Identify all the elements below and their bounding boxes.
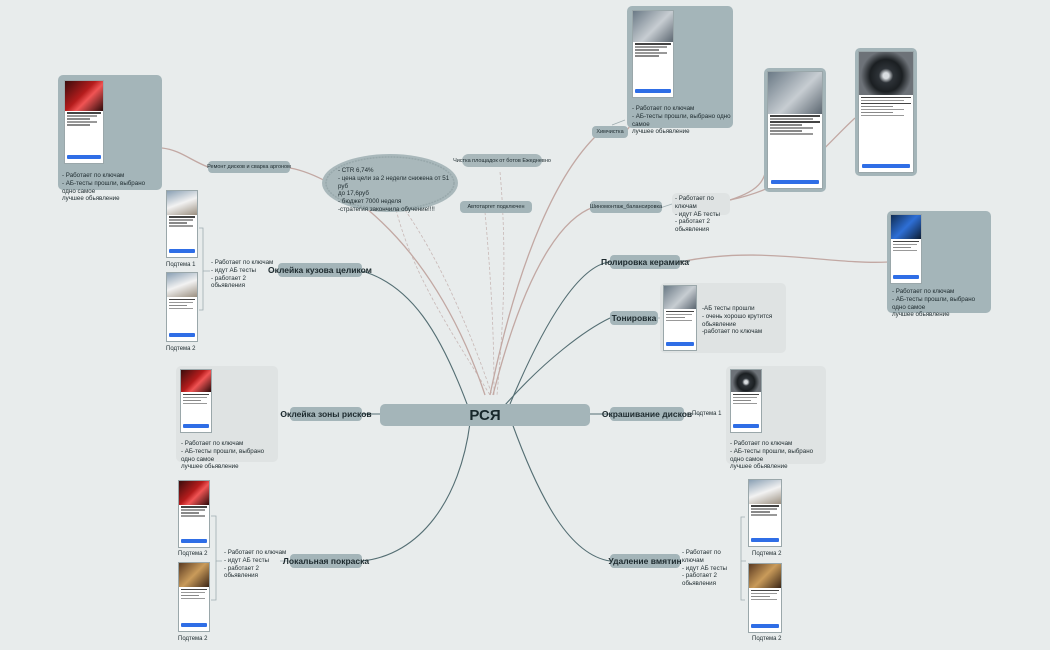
ad-preview-dents-2[interactable] xyxy=(748,563,782,633)
node-risk-wrap[interactable]: Оклейка зоны рисков xyxy=(280,407,372,421)
note-polish: - Работает по ключам - АБ-тесты прошли, … xyxy=(892,288,976,319)
node-chem-label: Химчистка xyxy=(596,129,624,135)
ad-preview-tire-2[interactable] xyxy=(858,51,914,173)
ad-preview-tire-1[interactable] xyxy=(767,71,823,189)
card-tire-note xyxy=(672,193,730,215)
ad-preview-chem[interactable] xyxy=(632,10,674,98)
ad-preview-polish[interactable] xyxy=(890,214,922,284)
note-dents: - Работает по ключам - идут АБ тесты - р… xyxy=(682,549,727,587)
stats-blob-shape xyxy=(322,154,458,212)
node-tint-label: Тонировка xyxy=(611,313,657,323)
node-discs[interactable]: Окрашивание дисков xyxy=(602,407,692,421)
note-tint: -АБ тесты прошли - очень хорошо крутится… xyxy=(702,305,773,336)
node-cleanup-label: Чистка площадок от ботов Ежедневно xyxy=(453,157,551,164)
node-risk-wrap-label: Оклейка зоны рисков xyxy=(280,409,372,419)
node-discs-label: Окрашивание дисков xyxy=(601,409,693,419)
node-local-paint[interactable]: Локальная покраска xyxy=(283,554,369,568)
node-disk-repair-label: Ремонт дисков и сварка аргоном xyxy=(207,164,291,170)
ad-preview-local-2[interactable] xyxy=(178,562,210,632)
caption-body-2: Подтема 2 xyxy=(166,346,196,352)
ad-preview-dents-1[interactable] xyxy=(748,479,782,547)
stats-blob-text: - СТR 6,74% - цена цели за 2 недели сниж… xyxy=(338,167,450,213)
ad-preview-discs[interactable] xyxy=(730,369,762,433)
root-label: РСЯ xyxy=(469,406,501,424)
note-risk-wrap: - Работает по ключам - АБ-тесты прошли, … xyxy=(181,440,265,471)
node-body-wrap-label: Оклейка кузова целиком xyxy=(268,265,372,275)
node-dents[interactable]: Удаление вмятин xyxy=(608,554,682,568)
ad-preview-local-1[interactable] xyxy=(178,480,210,548)
node-polish-label: Полировка керамика xyxy=(600,257,690,267)
node-cleanup[interactable]: Чистка площадок от ботов Ежедневно xyxy=(453,154,551,167)
caption-discs-1: Подтема 1 xyxy=(692,411,722,417)
caption-local-1: Подтема 2 xyxy=(178,551,208,557)
note-body-wrap: - Работает по ключам - идут АБ тесты - р… xyxy=(211,259,274,290)
node-autotarget-label: Автотаргет подключен xyxy=(467,204,525,210)
node-polish[interactable]: Полировка керамика xyxy=(601,255,689,269)
node-tire[interactable]: Шиномонтаж_балансировка xyxy=(590,201,662,213)
node-local-paint-label: Локальная покраска xyxy=(282,556,370,566)
caption-body-1: Подтема 1 xyxy=(166,262,196,268)
caption-dents-1: Подтема 2 xyxy=(752,551,782,557)
note-local-paint: - Работает по ключам - идут АБ тесты - р… xyxy=(224,549,287,580)
node-chem[interactable]: Химчистка xyxy=(592,126,628,138)
ad-preview-body-1[interactable] xyxy=(166,190,198,258)
ad-preview-body-2[interactable] xyxy=(166,272,198,342)
caption-dents-2: Подтема 2 xyxy=(752,636,782,642)
node-autotarget[interactable]: Автотаргет подключен xyxy=(460,201,532,213)
node-tint[interactable]: Тонировка xyxy=(610,311,658,325)
note-tire: - Работает по ключам - идут АБ тесты - р… xyxy=(675,195,720,233)
ad-preview-risk-wrap[interactable] xyxy=(180,369,212,433)
node-body-wrap[interactable]: Оклейка кузова целиком xyxy=(268,263,372,277)
note-discs: - Работает по ключам - АБ-тесты прошли, … xyxy=(730,440,814,471)
node-tire-label: Шиномонтаж_балансировка xyxy=(589,204,663,210)
caption-local-2: Подтема 2 xyxy=(178,636,208,642)
note-disk-repair: - Работает по ключам - АБ-тесты прошли, … xyxy=(62,172,146,203)
node-disk-repair[interactable]: Ремонт дисков и сварка аргоном xyxy=(207,161,291,173)
root-node[interactable]: РСЯ xyxy=(380,404,590,426)
ad-preview-tint[interactable] xyxy=(663,285,697,351)
ad-preview-disk-repair[interactable] xyxy=(64,80,104,164)
note-chem: - Работает по ключам - АБ-тесты прошли, … xyxy=(632,105,731,136)
node-dents-label: Удаление вмятин xyxy=(608,556,682,566)
